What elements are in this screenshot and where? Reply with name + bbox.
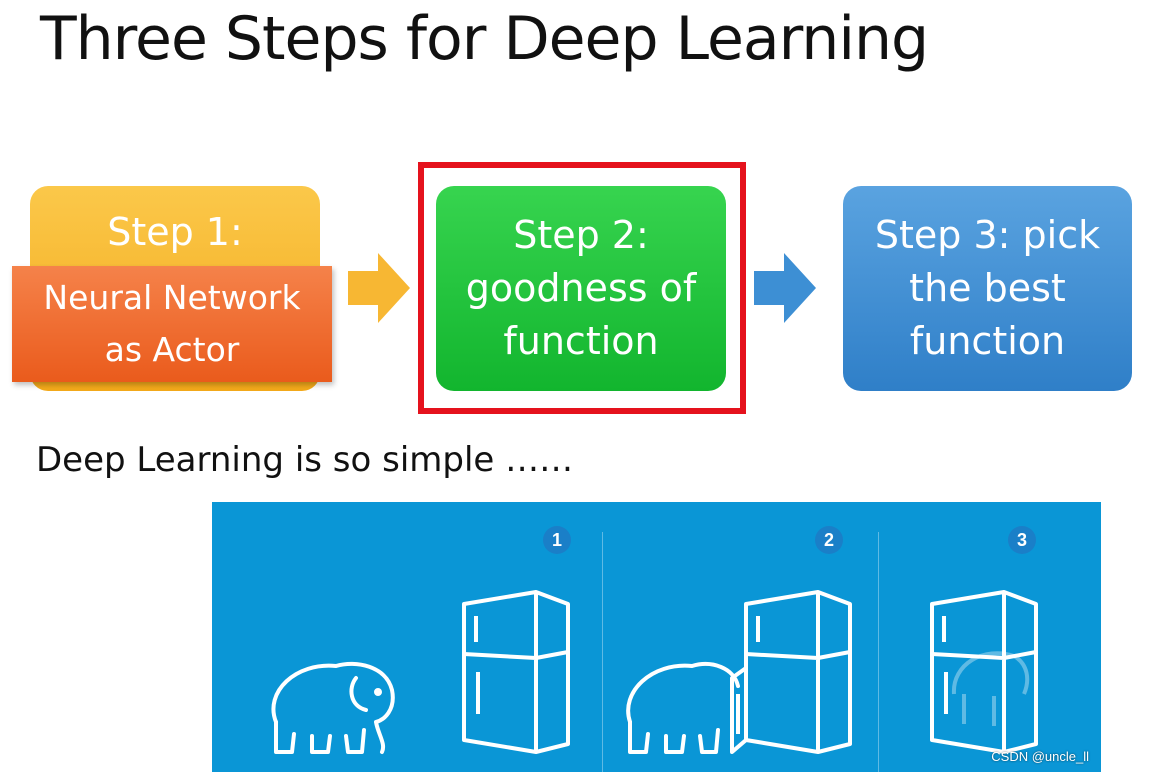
step2-text: Step 2: goodness of function — [465, 213, 697, 363]
arrow-right-icon — [348, 253, 410, 323]
panel-number: 1 — [543, 526, 571, 554]
panel-number: 3 — [1008, 526, 1036, 554]
step3-text: Step 3: pick the best function — [874, 213, 1101, 363]
step3-box: Step 3: pick the best function — [843, 186, 1132, 391]
fridge-closed-icon — [462, 590, 570, 754]
panel-number: 2 — [815, 526, 843, 554]
step1-heading: Step 1: — [107, 210, 243, 254]
elephant-icon — [626, 662, 740, 754]
arrow-right-icon — [754, 253, 816, 323]
step1-overlay: Neural Network as Actor — [12, 266, 332, 382]
fridge-open-icon — [730, 590, 852, 754]
caption: Deep Learning is so simple …… — [36, 440, 574, 480]
slide-title: Three Steps for Deep Learning — [40, 4, 929, 74]
highlight-frame — [418, 162, 746, 414]
step1-overlay-text: Neural Network as Actor — [43, 278, 301, 369]
elephant-icon — [271, 661, 395, 754]
watermark: CSDN @uncle_ll — [991, 749, 1089, 764]
panel-divider — [878, 532, 879, 772]
panel-divider — [602, 532, 603, 772]
elephant-fridge-illustration: 1 2 3 CSDN @uncle_ll — [212, 502, 1101, 772]
step2-box: Step 2: goodness of function — [436, 186, 726, 391]
fridge-with-elephant-icon — [930, 590, 1038, 754]
